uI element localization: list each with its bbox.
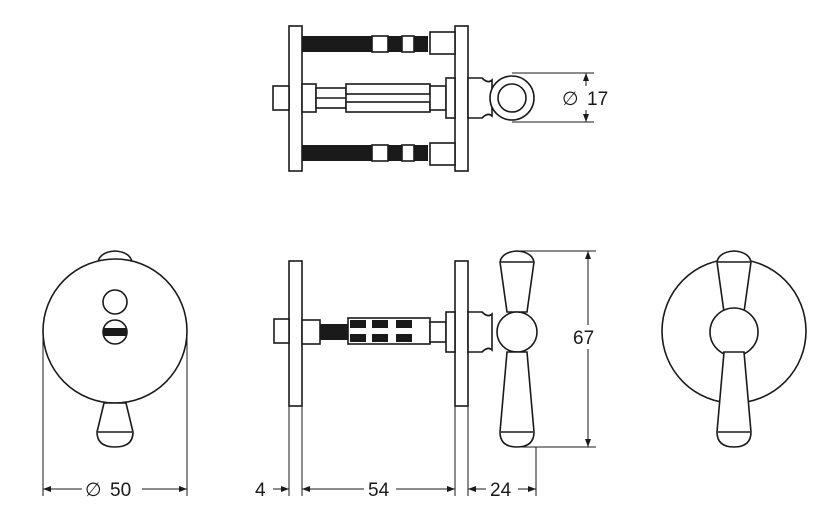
top-view: ∅ 17: [272, 25, 616, 172]
top-view-lower-screw: [302, 142, 456, 166]
dimension-label-67: 67: [573, 328, 594, 349]
dimension-label-50-symbol: ∅: [85, 480, 102, 501]
dimension-label-17-symbol: ∅: [562, 89, 579, 110]
front-view-right-handle-bottom: [716, 351, 752, 448]
dimension-height-67: 67: [517, 250, 606, 448]
front-view-handle-bottom: [96, 402, 134, 448]
front-view-handle-side: [661, 250, 807, 448]
side-view: 67 4 54 24: [252, 250, 606, 501]
side-view-handle: [467, 250, 538, 448]
dimension-label-24: 24: [490, 480, 512, 501]
dimension-bottom-chain: 4 54 24: [252, 406, 537, 501]
top-view-handle: [467, 75, 535, 121]
front-view-lock-side: ∅ 50: [42, 250, 188, 501]
dimension-diameter-50: ∅ 50: [42, 331, 188, 501]
side-view-spindle: [273, 311, 456, 353]
front-view-slot-screw: [102, 319, 128, 345]
side-view-left-plate: [288, 260, 303, 407]
dimension-label-54: 54: [368, 480, 390, 501]
dimension-label-4: 4: [255, 480, 266, 501]
dimension-label-50: 50: [110, 480, 131, 501]
dimension-diameter-17: ∅ 17: [512, 72, 616, 123]
dimension-label-17: 17: [587, 89, 608, 110]
top-view-upper-screw: [302, 31, 456, 55]
front-view-right-handle-top: [716, 250, 752, 313]
top-view-right-plate: [454, 25, 469, 172]
side-view-right-plate: [454, 260, 469, 407]
top-view-left-plate: [288, 25, 303, 172]
front-view-indicator: [102, 289, 128, 315]
top-view-spindle: [272, 77, 456, 119]
front-view-right-hub: [709, 307, 759, 357]
